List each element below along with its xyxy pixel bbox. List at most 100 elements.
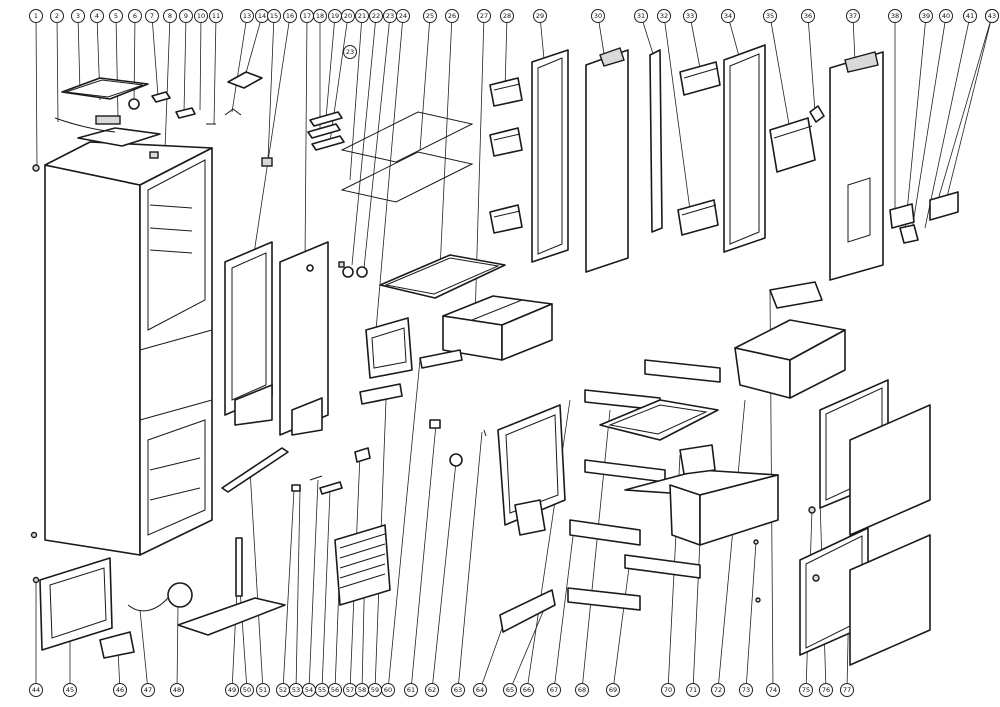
callout-number: 49 bbox=[228, 686, 236, 694]
callout-number: 17 bbox=[303, 12, 311, 20]
leader-line bbox=[183, 15, 187, 113]
callout-20: 20 bbox=[341, 9, 355, 23]
callout-number: 43 bbox=[988, 12, 996, 20]
callout-57: 57 bbox=[343, 683, 357, 697]
callout-29: 29 bbox=[533, 9, 547, 23]
callout-number: 56 bbox=[331, 686, 339, 694]
callout-circle bbox=[209, 9, 223, 23]
leader-line bbox=[249, 469, 264, 691]
callout-circle bbox=[846, 9, 860, 23]
evaporator-covers bbox=[224, 241, 329, 436]
callout-number: 14 bbox=[258, 12, 266, 20]
callout-38: 38 bbox=[888, 9, 902, 23]
callout-number: 32 bbox=[660, 12, 668, 20]
callout-number: 71 bbox=[689, 686, 697, 694]
callout-circle bbox=[500, 9, 514, 23]
callout-circle bbox=[575, 683, 589, 697]
callout-circle bbox=[163, 9, 177, 23]
control-housing bbox=[449, 404, 566, 633]
callout-circle bbox=[50, 9, 64, 23]
leader-line bbox=[553, 519, 576, 691]
leader-line bbox=[349, 15, 363, 181]
callout-circle bbox=[766, 683, 780, 697]
callout-49: 49 bbox=[225, 683, 239, 697]
callout-circle bbox=[473, 683, 487, 697]
callout-48: 48 bbox=[170, 683, 184, 697]
callout-number: 16 bbox=[286, 12, 294, 20]
callout-23: 23 bbox=[343, 45, 357, 59]
callout-circle bbox=[313, 9, 327, 23]
callout-number: 50 bbox=[243, 686, 251, 694]
callout-53: 53 bbox=[289, 683, 303, 697]
callout-circle bbox=[840, 683, 854, 697]
callout-47: 47 bbox=[141, 683, 155, 697]
leader-line bbox=[934, 15, 993, 211]
callout-number: 61 bbox=[407, 686, 415, 694]
callout-number: 9 bbox=[184, 12, 188, 20]
callout-70: 70 bbox=[661, 683, 675, 697]
callout-circle bbox=[256, 683, 270, 697]
callout-73: 73 bbox=[739, 683, 753, 697]
callout-circle bbox=[799, 683, 813, 697]
leader-line bbox=[308, 479, 319, 691]
callout-number: 29 bbox=[536, 12, 544, 20]
callout-17: 17 bbox=[300, 9, 314, 23]
callout-10: 10 bbox=[194, 9, 208, 23]
callout-number: 15 bbox=[270, 12, 278, 20]
leader-line bbox=[115, 15, 119, 119]
callout-number: 44 bbox=[32, 686, 40, 694]
callout-number: 66 bbox=[523, 686, 531, 694]
callout-8: 8 bbox=[163, 9, 177, 23]
leader-line bbox=[295, 489, 301, 691]
leader-line bbox=[692, 539, 701, 691]
callout-32: 32 bbox=[657, 9, 671, 23]
leader-line bbox=[581, 409, 611, 691]
callout-number: 65 bbox=[506, 686, 514, 694]
leader-line bbox=[133, 15, 136, 105]
callout-number: 4 bbox=[95, 12, 99, 20]
callout-circle bbox=[711, 683, 725, 697]
callout-number: 46 bbox=[116, 686, 124, 694]
callout-40: 40 bbox=[939, 9, 953, 23]
callout-number: 68 bbox=[578, 686, 586, 694]
leader-line bbox=[231, 15, 248, 113]
callout-number: 59 bbox=[371, 686, 379, 694]
leader-line bbox=[249, 15, 291, 281]
leader-line bbox=[612, 559, 631, 691]
callout-circle bbox=[240, 683, 254, 697]
callout-2: 2 bbox=[50, 9, 64, 23]
callout-circle bbox=[425, 683, 439, 697]
callout-63: 63 bbox=[451, 683, 465, 697]
callout-22: 22 bbox=[369, 9, 383, 23]
callout-number: 76 bbox=[822, 686, 830, 694]
callout-number: 6 bbox=[133, 12, 137, 20]
callout-circle bbox=[661, 683, 675, 697]
callout-number: 36 bbox=[804, 12, 812, 20]
callout-number: 73 bbox=[742, 686, 750, 694]
callout-74: 74 bbox=[766, 683, 780, 697]
callout-number: 57 bbox=[346, 686, 354, 694]
callout-number: 25 bbox=[426, 12, 434, 20]
callout-36: 36 bbox=[801, 9, 815, 23]
leader-line bbox=[663, 15, 691, 211]
callout-24: 24 bbox=[396, 9, 410, 23]
leader-line bbox=[176, 604, 179, 691]
freezer-doors bbox=[753, 379, 931, 666]
callout-66: 66 bbox=[520, 683, 534, 697]
small-parts-top bbox=[307, 46, 368, 278]
callout-number: 33 bbox=[686, 12, 694, 20]
callout-number: 77 bbox=[843, 686, 851, 694]
callout-number: 26 bbox=[448, 12, 456, 20]
glass-shelves bbox=[340, 111, 506, 299]
callout-circle bbox=[606, 683, 620, 697]
callout-6: 6 bbox=[128, 9, 142, 23]
callout-circle bbox=[71, 9, 85, 23]
callout-46: 46 bbox=[113, 683, 127, 697]
callout-65: 65 bbox=[503, 683, 517, 697]
callout-72: 72 bbox=[711, 683, 725, 697]
callout-number: 51 bbox=[259, 686, 267, 694]
callout-circle bbox=[29, 9, 43, 23]
leader-line bbox=[431, 461, 457, 691]
callout-number: 53 bbox=[292, 686, 300, 694]
